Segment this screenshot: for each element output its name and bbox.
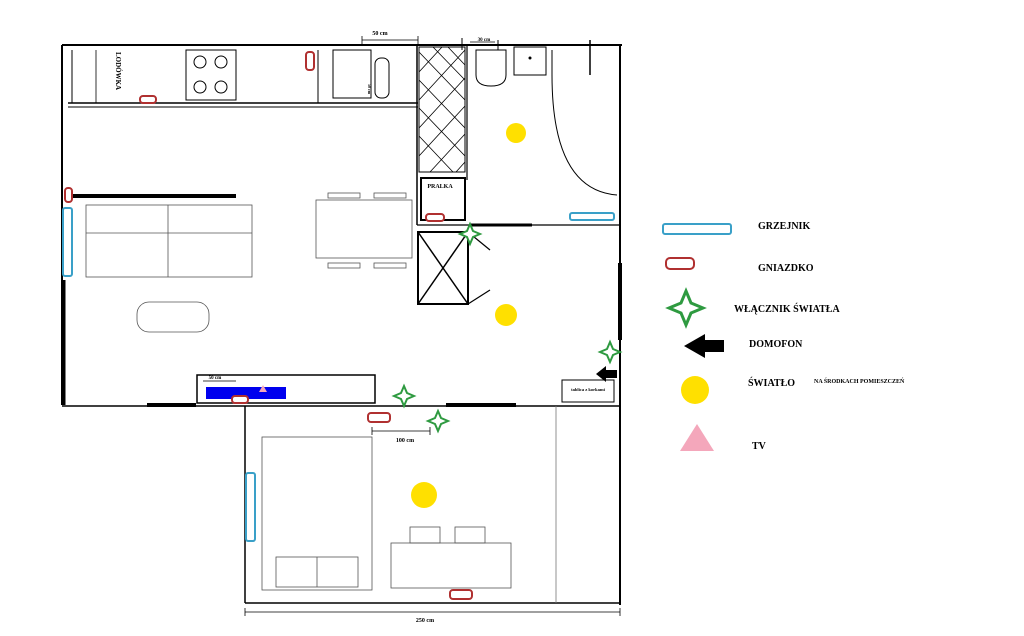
socket-kitchen-wall (305, 51, 315, 71)
dim-bedroom-label: 250 cm (416, 618, 434, 624)
fridge-label: LODÓWKA (114, 52, 122, 90)
legend-radiator-label: GRZEJNIK (758, 221, 810, 232)
dim-bath-label: 30 cm (478, 38, 491, 43)
light-icon (411, 482, 437, 508)
dimensions (203, 36, 621, 616)
socket-legend-shape (665, 257, 695, 270)
legend-intercom-label: DOMOFON (749, 339, 803, 350)
radiators (62, 207, 732, 542)
socket-left (64, 187, 73, 203)
socket-tv (231, 395, 249, 404)
washer-label: PRALKA (427, 184, 453, 190)
switch-legend-icon (665, 287, 707, 329)
dim-kitchen-label: 50 cm (372, 31, 387, 37)
kitchen (71, 49, 390, 103)
switches (391, 221, 707, 434)
tv-legend-icon (680, 424, 714, 451)
switch-icon (425, 408, 451, 434)
legend-tv-label: TV (752, 441, 767, 452)
blue-block (206, 387, 286, 399)
legend-light-label: ŚWIATŁO (748, 377, 795, 389)
legend-socket-label: GNIAZDKO (758, 263, 814, 274)
bedroom (261, 436, 512, 591)
intercom-legend-icon (684, 334, 724, 358)
radiator-bathroom (569, 212, 615, 221)
dim-corridor-label: 100 cm (396, 438, 414, 444)
dim-counter-label: 50 cm (209, 376, 222, 381)
socket-washer (425, 213, 445, 222)
radiator-legend-shape (662, 223, 732, 235)
legend: GRZEJNIK GNIAZDKO WŁĄCZNIK ŚWIATŁA DOMOF… (734, 221, 905, 452)
light-icon (495, 304, 517, 326)
socket-bedroom (449, 589, 473, 600)
legend-switch-label: WŁĄCZNIK ŚWIATŁA (734, 303, 840, 315)
radiator-living (62, 207, 73, 277)
socket-corridor (367, 412, 391, 423)
switch-icon (597, 339, 623, 365)
sockets (64, 51, 695, 600)
radiator-bedroom (245, 472, 256, 542)
intercom-arrow-icon (596, 366, 617, 382)
tv-marker (259, 385, 267, 392)
dim-sink-label: 50 cm (367, 84, 372, 95)
socket-kitchen (139, 95, 157, 104)
panel-label: tablica z korkami (571, 387, 605, 392)
switch-icon (391, 383, 417, 409)
light-legend-icon (681, 376, 709, 404)
walls (61, 38, 622, 605)
switch-icon (457, 221, 483, 247)
legend-light-note: NA ŚRODKACH POMIESZCZEŃ (814, 377, 905, 385)
light-icon (506, 123, 526, 143)
lights (411, 123, 709, 508)
